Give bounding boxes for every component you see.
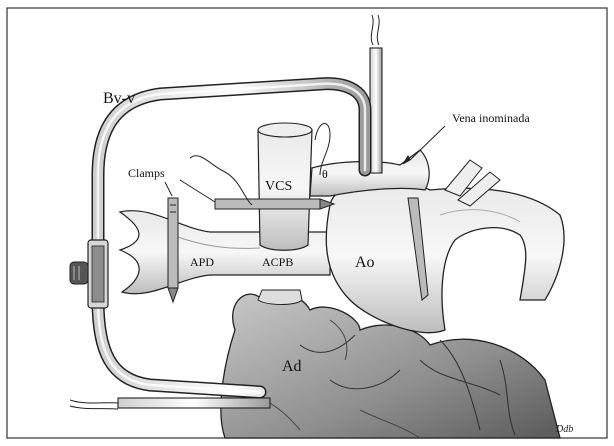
- label-clamps: Clamps: [128, 166, 165, 180]
- label-ao: Ao: [355, 254, 375, 271]
- clamp-svc: [215, 199, 334, 209]
- label-acpb: ACPB: [262, 255, 293, 269]
- clamp-pa: [168, 198, 178, 302]
- label-apd: APD: [190, 255, 214, 269]
- artist-signature: Ddb: [555, 424, 573, 435]
- label-bvv: Bv-v: [103, 90, 135, 107]
- label-vena-inominada: Vena inominada: [452, 111, 530, 125]
- label-ad: Ad: [282, 358, 302, 375]
- label-vcs: VCS: [265, 179, 292, 194]
- label-theta: θ: [322, 167, 328, 181]
